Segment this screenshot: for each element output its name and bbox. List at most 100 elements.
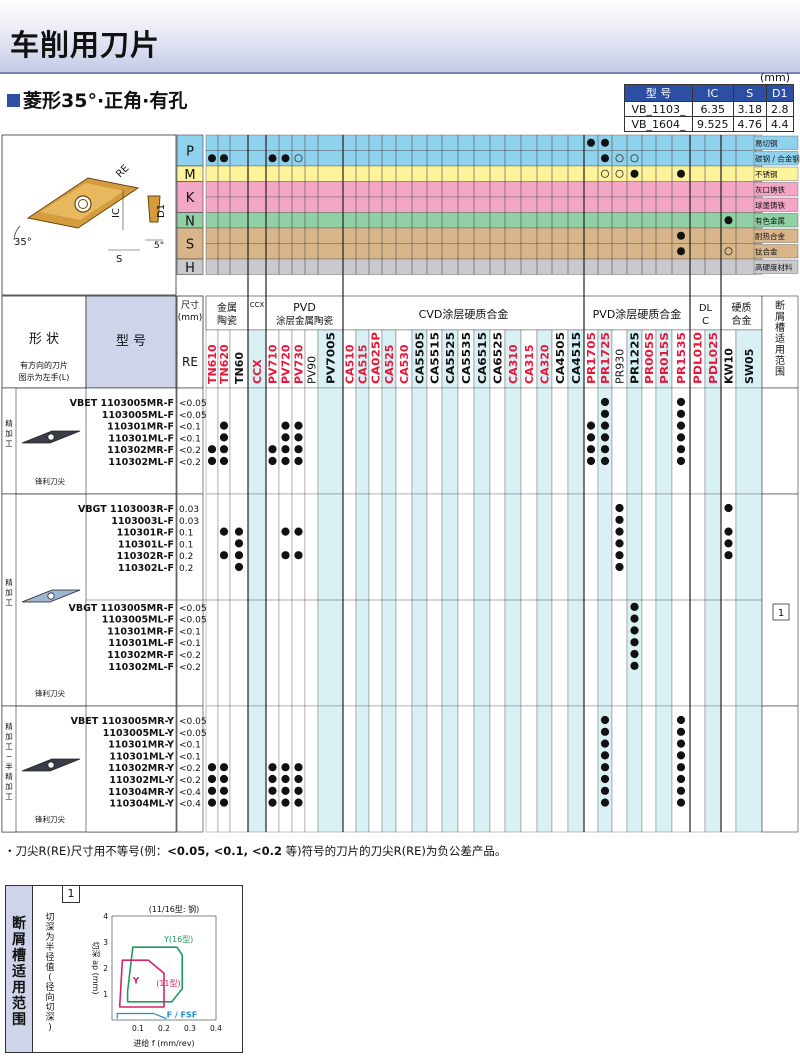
block-chipbreaker-cell: [761, 493, 799, 707]
material-group-letter: K: [186, 191, 195, 206]
material-label: 钛合金: [755, 247, 778, 257]
suitability-open-dot: [294, 154, 303, 163]
grade-column-cell: [720, 705, 737, 833]
suitability-dot: [615, 562, 624, 572]
grade-column-cell: [426, 705, 443, 833]
grade-name: CA6515: [476, 332, 489, 384]
model-header-label: 型 号: [116, 334, 146, 349]
re-value: <0.05: [179, 399, 207, 409]
chipbreaker-ref-number: 1: [778, 608, 784, 619]
dims-unit: (mm): [760, 71, 791, 84]
suitability-dot: [724, 539, 733, 548]
category-header-label-2: C: [702, 316, 709, 327]
material-label: 有色金属: [755, 216, 785, 226]
suitability-dot: [600, 774, 610, 784]
suitability-dot: [219, 798, 229, 807]
suitability-dot: [600, 421, 610, 430]
re-value: <0.2: [179, 663, 201, 673]
dims-cell: 3.18: [732, 101, 767, 117]
suitability-dot: [724, 216, 733, 225]
grade-column-cell: [655, 387, 673, 495]
material-row-band: [206, 259, 756, 275]
category-header-label-2: 陶瓷: [217, 314, 237, 327]
dims-row: VB_1604_ 9.525 4.76 4.4: [624, 116, 794, 132]
y-tick-label: 3: [103, 938, 108, 947]
suitability-dot: [207, 786, 217, 795]
material-label: 易切钢: [755, 138, 778, 148]
title-bar: 车削用刀片: [0, 0, 800, 74]
insert-side-view: [147, 195, 161, 223]
suitability-dot: [676, 763, 686, 772]
suitability-dot: [601, 154, 609, 163]
size-header-label-2: (mm): [178, 313, 203, 323]
grade-name: CA025P: [370, 332, 383, 384]
material-row-band: [206, 212, 756, 228]
category-header-label: CVD涂层硬质合金: [419, 307, 509, 321]
chart-note: (11/16型: 钢): [149, 904, 200, 914]
grade-name: KW10: [723, 348, 736, 384]
footnote-prefix: ・刀尖R(RE)尺寸用不等号(例：: [4, 844, 168, 858]
model-name: VBGT 1103003R-F: [78, 504, 174, 515]
grade-column-cell: [247, 387, 267, 495]
re-value: <0.1: [179, 423, 201, 433]
dimensions-table: 型 号 IC S D1 VB_1103_ 6.35 3.18 2.8 VB_16…: [624, 84, 794, 132]
re-value: <0.4: [179, 800, 201, 810]
suitability-dot: [615, 503, 624, 513]
dims-cell: 6.35: [692, 101, 734, 117]
re-value: <0.05: [179, 729, 207, 739]
block-side-label: 精加工~半精加工: [5, 721, 13, 801]
suitability-dot: [294, 798, 303, 807]
insert-hole: [74, 195, 92, 213]
model-name: 1103003L-F: [111, 516, 174, 527]
suitability-dot: [586, 445, 596, 454]
suitability-dot: [676, 727, 686, 736]
x-tick-label: 0.2: [158, 1024, 170, 1033]
chipbreaker-chart-number: 1: [62, 885, 80, 903]
suitability-dot: [600, 433, 610, 442]
grade-column-cell: [441, 705, 459, 833]
grade-column-cell: [489, 705, 506, 833]
footnote-examples: <0.05, <0.1, <0.2: [167, 844, 282, 858]
suitability-dot: [586, 433, 596, 442]
model-name: 1103005ML-F: [102, 615, 174, 626]
model-name: 110302MR-Y: [108, 763, 174, 774]
x-tick-label: 0.1: [132, 1024, 144, 1033]
suitability-dot: [630, 649, 639, 659]
material-label: 碳钢 / 合金钢: [755, 154, 800, 164]
y-tick-label: 4: [103, 912, 108, 921]
suitability-dot: [630, 602, 639, 611]
grade-column-cell: [368, 387, 383, 495]
block-shape-caption: 锋利刀尖: [35, 688, 65, 698]
dims-cell: 4.4: [766, 116, 794, 132]
chipbreaker-region: [116, 1012, 167, 1020]
suitability-dot: [268, 786, 277, 795]
material-label: 球墨铸铁: [755, 200, 785, 210]
dims-header: IC: [692, 84, 734, 102]
grade-name: PR015S: [658, 332, 671, 384]
suitability-dot: [676, 739, 686, 748]
suitability-dot: [281, 445, 290, 454]
grade-column-cell: [626, 387, 643, 495]
suitability-dot: [219, 774, 229, 784]
re-value: <0.2: [179, 651, 201, 661]
grade-name: PV710: [267, 344, 280, 384]
grade-name: PV720: [280, 344, 293, 384]
grade-name: PV7005: [325, 332, 338, 384]
grade-column-cell: [304, 705, 319, 833]
grade-name: CA6525: [492, 332, 505, 384]
material-label-cell: [753, 244, 799, 259]
suitability-dot: [294, 456, 303, 466]
material-group-letter: H: [185, 261, 195, 276]
material-row-band: [206, 243, 756, 259]
block-side-label: 精加工: [5, 418, 13, 448]
suitability-dot: [219, 527, 229, 536]
re-value: 0.1: [179, 529, 193, 539]
material-label-cell: [753, 259, 799, 274]
grade-column-cell: [611, 705, 628, 833]
grade-name: CA4505: [554, 332, 567, 384]
dims-cell: VB_1604_: [624, 116, 693, 132]
model-name: 110301ML-F: [108, 433, 174, 444]
material-row-band: [206, 166, 756, 182]
region-label: Y(16型): [163, 935, 193, 944]
